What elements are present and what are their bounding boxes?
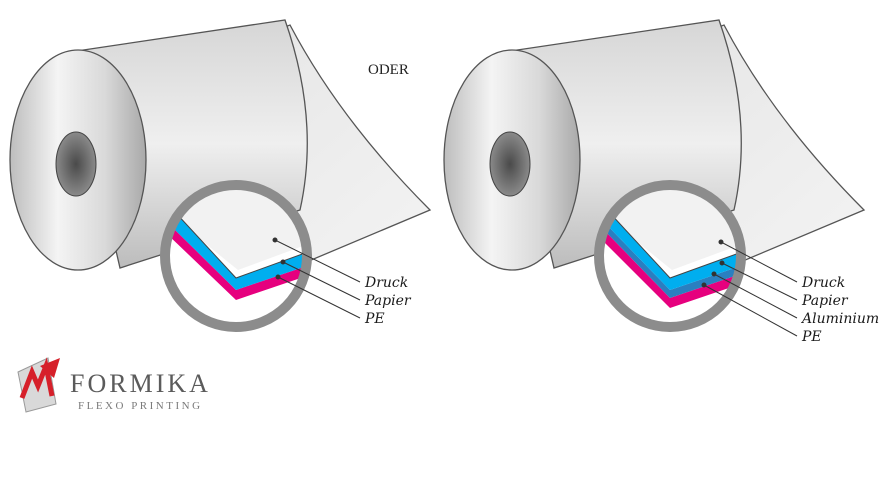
right-label-druck: Druck xyxy=(801,275,845,291)
logo-name: FORMIKA xyxy=(70,369,211,398)
left-magnifier xyxy=(160,180,312,332)
left-roll-core-icon xyxy=(55,131,97,197)
left-layer-paper xyxy=(170,212,307,290)
formika-logo: FORMIKA FLEXO PRINTING xyxy=(17,357,211,413)
formika-logo-mark-icon xyxy=(17,357,60,413)
right-label-aluminium: Aluminium xyxy=(800,311,879,327)
left-layer-pe xyxy=(165,225,307,300)
right-layer-paper xyxy=(606,212,741,290)
right-layer-pe xyxy=(599,230,741,308)
right-label-papier: Papier xyxy=(801,293,849,309)
right-roll-core-icon xyxy=(489,131,531,197)
separator-text: ODER xyxy=(368,62,409,78)
left-leaders xyxy=(272,237,361,319)
left-label-pe: PE xyxy=(364,311,385,327)
left-label-papier: Papier xyxy=(364,293,412,309)
logo-tagline: FLEXO PRINTING xyxy=(78,400,203,412)
right-leaders xyxy=(701,239,798,337)
right-label-pe: PE xyxy=(801,329,822,345)
left-label-druck: Druck xyxy=(364,275,408,291)
